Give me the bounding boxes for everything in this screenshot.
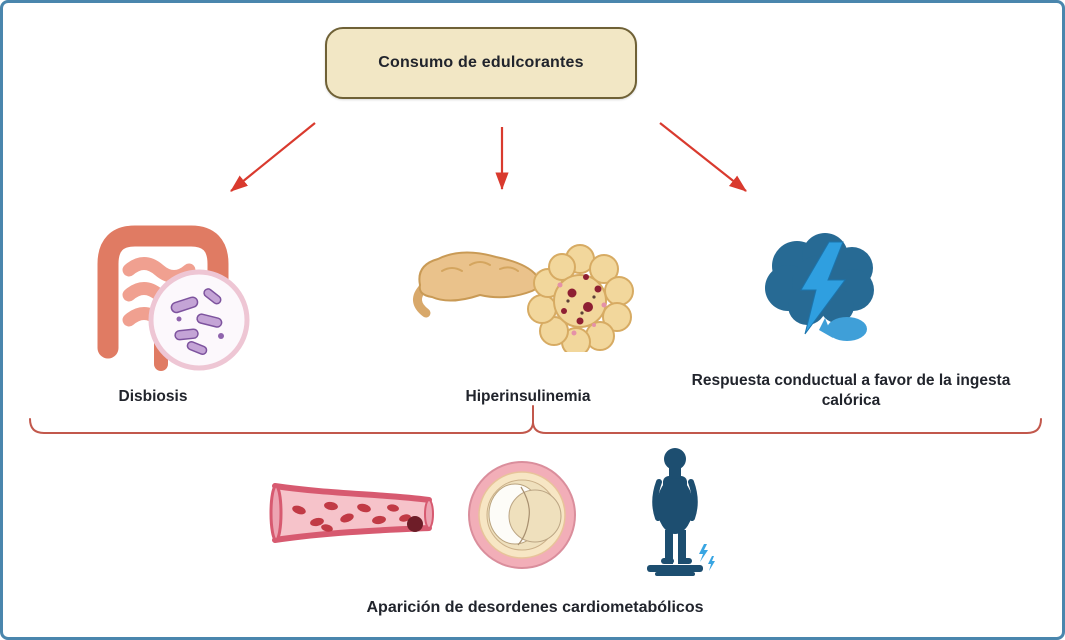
- arrow-to-dysbiosis: [230, 122, 316, 192]
- title-box: Consumo de edulcorantes: [325, 27, 637, 99]
- branch-label-hyperinsulinemia: Hiperinsulinemia: [465, 388, 591, 405]
- artery-cross-section-icon: [468, 461, 576, 569]
- intestine-microbiome-icon: [97, 225, 250, 371]
- branch-label-behavioral-response: Respuesta conductual a favor de la inges…: [691, 372, 1011, 410]
- grouping-brace: [29, 418, 1042, 434]
- obese-person-on-scale-icon: [647, 448, 715, 576]
- outcome-label: Aparición de desordenes cardiometabólico…: [366, 599, 704, 616]
- title-box-label: Consumo de edulcorantes: [378, 54, 584, 71]
- blood-vessel-icon: [269, 483, 434, 543]
- pancreas-islets-icon: [413, 244, 634, 352]
- arrow-to-behavioral-response: [659, 122, 747, 192]
- branch-label-dysbiosis: Disbiosis: [118, 388, 188, 405]
- brain-lightning-icon: [765, 233, 874, 341]
